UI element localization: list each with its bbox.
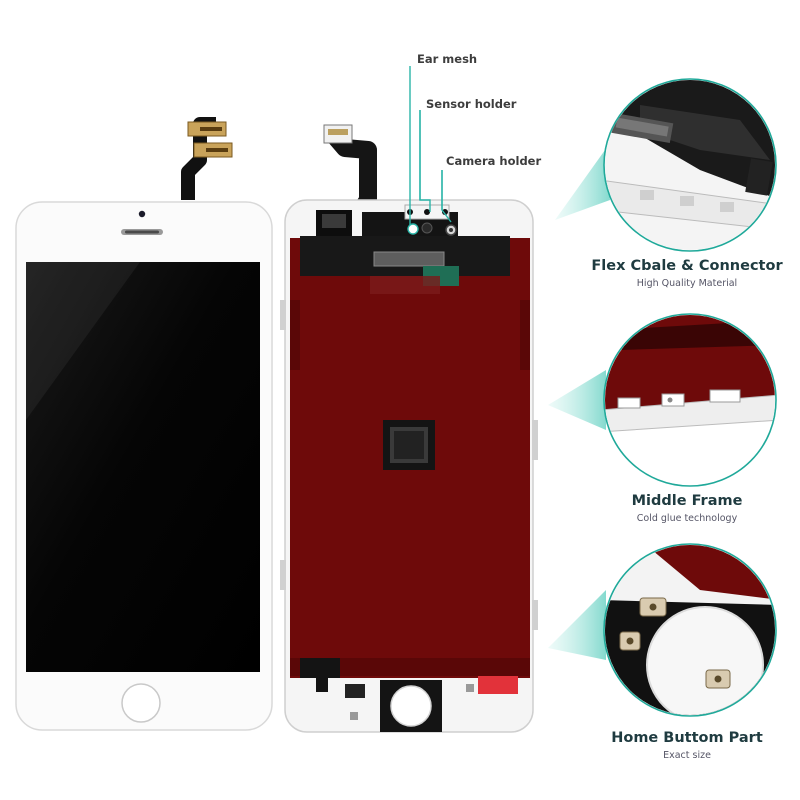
closeup-home-button [603, 543, 777, 717]
callout-cone-2 [548, 370, 606, 430]
callout-cone-1 [555, 150, 610, 220]
feature-subtitle: Exact size [663, 750, 711, 761]
feature-title: Middle Frame [631, 493, 743, 509]
closeup-flex-cable [603, 78, 777, 252]
back-view-phone [280, 124, 538, 733]
annotation-pointers [407, 66, 452, 235]
feature-subtitle: Cold glue technology [636, 513, 738, 524]
camera-holder-label: Camera holder [446, 154, 542, 168]
feature-title: Flex Cbale & Connector [591, 258, 783, 274]
callout-cone-3 [548, 590, 606, 660]
closeup-middle-frame [603, 313, 777, 487]
feature-subtitle: High Quality Material [636, 278, 738, 289]
ear-mesh-label: Ear mesh [417, 52, 478, 66]
front-view-phone [15, 117, 273, 731]
feature-title: Home Buttom Part [611, 730, 763, 746]
sensor-holder-label: Sensor holder [426, 97, 517, 111]
